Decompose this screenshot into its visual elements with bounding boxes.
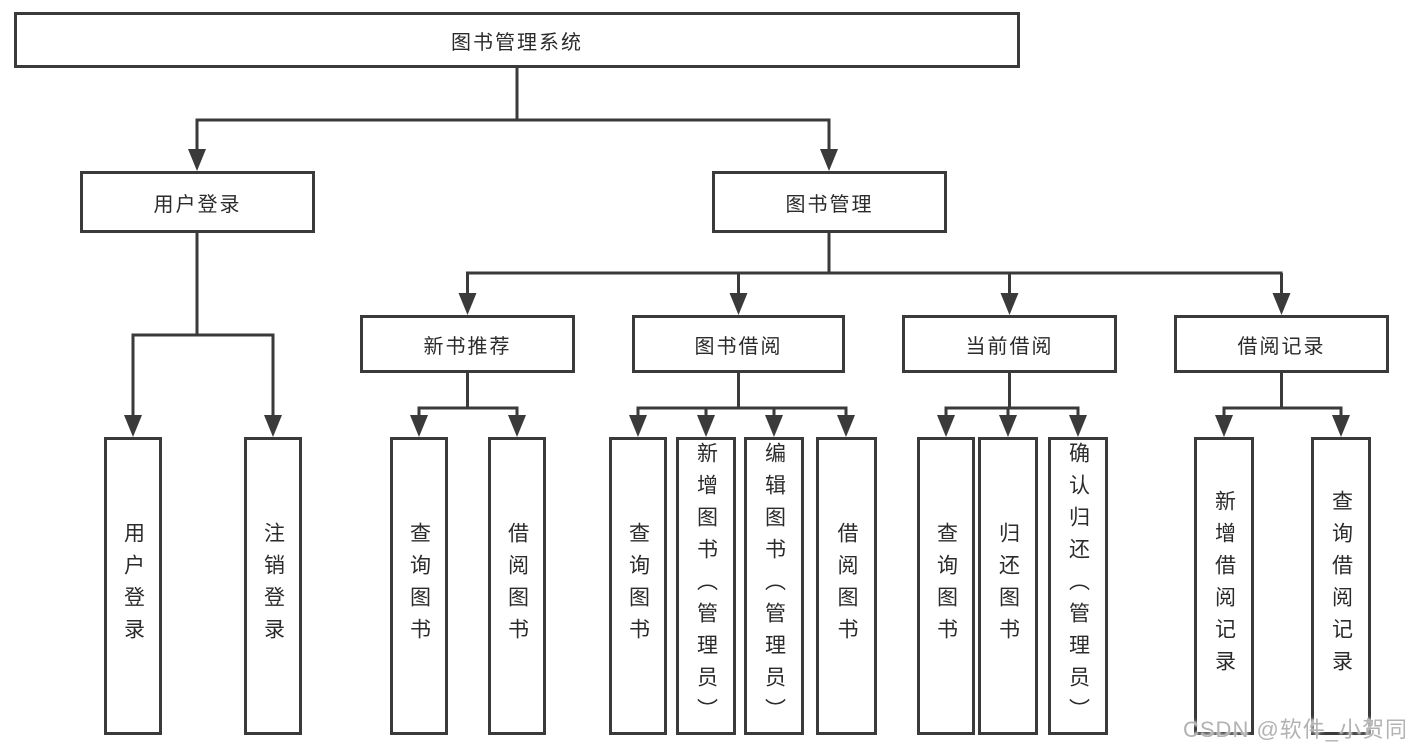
leaf-borrow-book: 借阅图书 (816, 437, 877, 735)
connector-root-to-level2 (188, 68, 838, 171)
connector-user-login-to-leaves (124, 233, 282, 437)
leaf-query-book-current: 查询图书 (917, 437, 975, 735)
node-user-login-label: 用户登录 (153, 193, 242, 216)
node-book-borrow-label: 图书借阅 (694, 335, 783, 358)
connector-book-management-to-level3 (458, 233, 1291, 315)
leaf-query-book-current-label: 查询图书 (934, 522, 958, 650)
leaf-borrow-book-newbook-label: 借阅图书 (505, 522, 529, 650)
leaf-return-book: 归还图书 (978, 437, 1038, 735)
leaf-borrow-book-label: 借阅图书 (835, 522, 858, 650)
node-new-book-recommend: 新书推荐 (360, 315, 575, 373)
node-new-book-recommend-label: 新书推荐 (423, 335, 512, 358)
leaf-query-book-newbook-label: 查询图书 (407, 522, 431, 650)
node-current-borrow-label: 当前借阅 (965, 335, 1054, 358)
csdn-watermark: CSDN @软件_小贺同学 (1183, 717, 1405, 742)
leaf-confirm-return-admin-label: 确认归还（管理员） (1066, 442, 1090, 730)
node-book-management: 图书管理 (712, 171, 947, 233)
leaf-add-book-admin: 新增图书（管理员） (676, 437, 736, 735)
leaf-add-borrow-record: 新增借阅记录 (1194, 437, 1254, 735)
leaf-borrow-book-newbook: 借阅图书 (488, 437, 546, 735)
connector-book-borrow-to-leaves (629, 373, 855, 437)
node-root-label: 图书管理系统 (451, 31, 583, 54)
leaf-user-login: 用户登录 (104, 437, 162, 735)
leaf-return-book-label: 归还图书 (996, 522, 1020, 650)
connector-borrow-record-to-leaves (1215, 373, 1350, 437)
leaf-query-borrow-record: 查询借阅记录 (1311, 437, 1371, 735)
connector-new-book-to-leaves (410, 373, 526, 437)
leaf-query-book-newbook: 查询图书 (390, 437, 448, 735)
node-root: 图书管理系统 (14, 12, 1020, 68)
node-borrow-record: 借阅记录 (1174, 315, 1389, 373)
leaf-query-book-borrow-label: 查询图书 (626, 522, 650, 650)
leaf-add-borrow-record-label: 新增借阅记录 (1212, 490, 1236, 682)
connector-current-borrow-to-leaves (937, 373, 1087, 437)
leaf-edit-book-admin-label: 编辑图书（管理员） (762, 442, 786, 730)
leaf-add-book-admin-label: 新增图书（管理员） (694, 442, 718, 730)
node-book-management-label: 图书管理 (785, 193, 874, 216)
leaf-logout: 注销登录 (244, 437, 302, 735)
leaf-confirm-return-admin: 确认归还（管理员） (1048, 437, 1108, 735)
leaf-query-borrow-record-label: 查询借阅记录 (1329, 490, 1353, 682)
leaf-user-login-label: 用户登录 (121, 522, 145, 650)
leaf-logout-label: 注销登录 (261, 522, 285, 650)
node-current-borrow: 当前借阅 (902, 315, 1117, 373)
node-book-borrow: 图书借阅 (632, 315, 845, 373)
node-user-login: 用户登录 (80, 171, 315, 233)
leaf-query-book-borrow: 查询图书 (609, 437, 667, 735)
leaf-edit-book-admin: 编辑图书（管理员） (744, 437, 804, 735)
node-borrow-record-label: 借阅记录 (1237, 335, 1326, 358)
